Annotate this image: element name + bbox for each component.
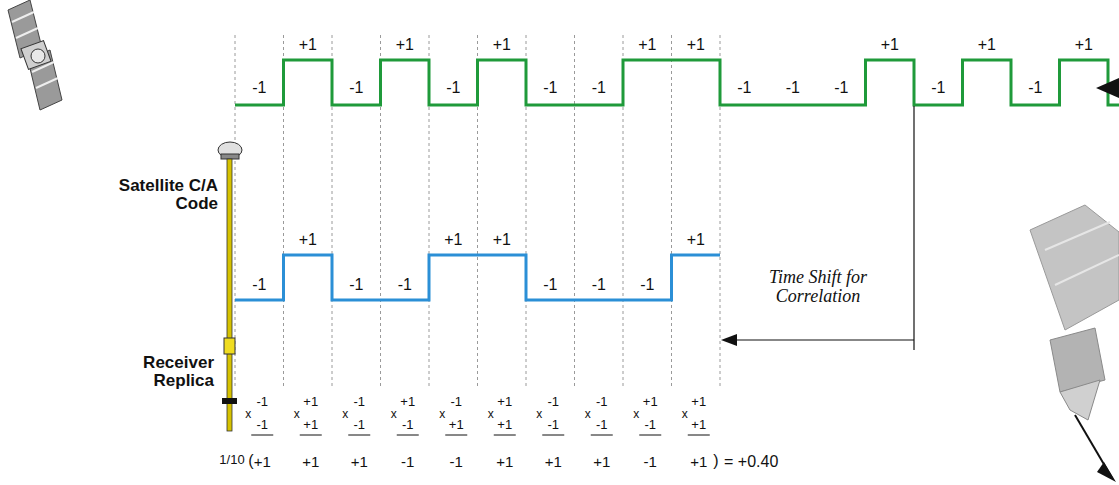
multiply-sign: x — [488, 408, 494, 421]
product-operand: +1 — [643, 395, 658, 409]
chip-value: +1 — [687, 37, 705, 54]
correlation-result: = +0.40 — [724, 454, 778, 471]
multiply-sign: x — [585, 408, 591, 421]
product-result: +1 — [351, 454, 368, 470]
chip-value: -1 — [1028, 80, 1042, 97]
multiply-sign: x — [245, 408, 251, 421]
product-operand: -1 — [547, 418, 559, 432]
chip-value: +1 — [1075, 37, 1093, 54]
time-shift-label: Time Shift for Correlation — [753, 268, 883, 306]
satellite-icon — [1030, 205, 1119, 482]
product-result: +1 — [545, 454, 562, 470]
signal-title: Receiver Replica — [104, 354, 214, 390]
multiply-sign: x — [342, 408, 348, 421]
chip-value: -1 — [446, 80, 460, 97]
product-operand: -1 — [402, 418, 414, 432]
product-operand: -1 — [596, 395, 608, 409]
chip-value: +1 — [687, 232, 705, 249]
product-operand: +1 — [400, 395, 415, 409]
product-operand: +1 — [303, 418, 318, 432]
product-result: -1 — [401, 454, 414, 470]
chip-value: +1 — [493, 232, 511, 249]
chip-value: -1 — [543, 80, 557, 97]
product-operand: -1 — [353, 418, 365, 432]
product-operand: -1 — [644, 418, 656, 432]
multiply-sign: x — [391, 408, 397, 421]
chip-value: -1 — [349, 80, 363, 97]
chip-value: -1 — [786, 80, 800, 97]
chip-value: -1 — [931, 80, 945, 97]
product-operand: +1 — [449, 418, 464, 432]
chip-value: +1 — [978, 37, 996, 54]
chip-value: -1 — [592, 277, 606, 294]
bracket: ( — [248, 453, 253, 470]
chip-value: -1 — [398, 277, 412, 294]
chip-value: +1 — [444, 232, 462, 249]
chip-value: +1 — [396, 37, 414, 54]
product-result: -1 — [644, 454, 657, 470]
product-operand: -1 — [256, 395, 268, 409]
receiver-antenna — [218, 142, 242, 431]
satellite-icon — [8, 0, 62, 110]
product-operand: -1 — [256, 418, 268, 432]
product-operand: +1 — [691, 395, 706, 409]
multiply-sign: x — [439, 408, 445, 421]
multiply-sign: x — [682, 408, 688, 421]
chip-value: -1 — [834, 80, 848, 97]
direction-arrow — [1096, 78, 1119, 98]
product-operand: +1 — [497, 395, 512, 409]
product-result: -1 — [450, 454, 463, 470]
product-result: +1 — [254, 454, 271, 470]
chip-value: -1 — [640, 277, 654, 294]
product-result: +1 — [593, 454, 610, 470]
chip-value: -1 — [252, 80, 266, 97]
chip-value: +1 — [881, 37, 899, 54]
chip-value: +1 — [493, 37, 511, 54]
product-operand: -1 — [547, 395, 559, 409]
product-operand: +1 — [497, 418, 512, 432]
product-result: +1 — [690, 454, 707, 470]
multiply-sign: x — [536, 408, 542, 421]
product-operand: -1 — [353, 395, 365, 409]
chip-value: -1 — [349, 277, 363, 294]
product-result: +1 — [302, 454, 319, 470]
product-operand: +1 — [303, 395, 318, 409]
multiply-sign: x — [294, 408, 300, 421]
chip-value: -1 — [543, 277, 557, 294]
time-shift-arrow — [721, 106, 914, 350]
chip-value: -1 — [737, 80, 751, 97]
chip-value: +1 — [638, 37, 656, 54]
signal-title: Satellite C/A Code — [103, 177, 218, 213]
satellite-waveform — [235, 60, 1119, 105]
chip-value: +1 — [299, 37, 317, 54]
product-operand: +1 — [691, 418, 706, 432]
product-underline — [251, 435, 710, 436]
chip-value: +1 — [299, 232, 317, 249]
scale-factor: 1/10 — [219, 453, 244, 467]
product-operand: -1 — [596, 418, 608, 432]
product-result: +1 — [496, 454, 513, 470]
chip-value: -1 — [592, 80, 606, 97]
multiply-sign: x — [633, 408, 639, 421]
chip-value: -1 — [252, 277, 266, 294]
bracket: ) — [713, 453, 718, 470]
product-operand: -1 — [450, 395, 462, 409]
replica-waveform — [235, 255, 720, 300]
